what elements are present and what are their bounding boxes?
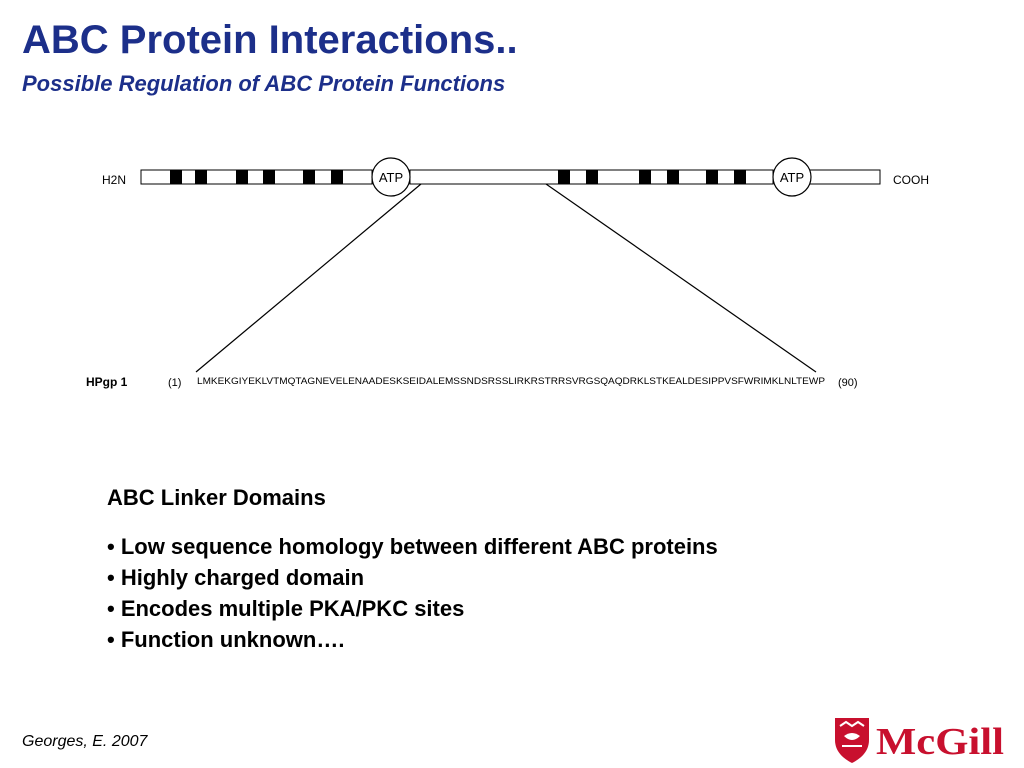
atp-label: ATP xyxy=(379,170,403,185)
tm-segment xyxy=(706,170,718,184)
c-terminus-label: COOH xyxy=(893,173,929,187)
zoom-line-left xyxy=(195,183,422,373)
tm-segment xyxy=(667,170,679,184)
bullet-item: • Function unknown…. xyxy=(107,627,345,652)
linker-heading: ABC Linker Domains xyxy=(107,485,326,510)
linker-domains-section: ABC Linker Domains • Low sequence homolo… xyxy=(107,485,718,655)
tm-segment xyxy=(236,170,248,184)
left-tm-segments xyxy=(170,170,343,184)
linker-name-label: HPgp 1 xyxy=(86,375,128,389)
tm-segment xyxy=(195,170,207,184)
sequence-end-label: (90) xyxy=(838,377,858,389)
tm-segment xyxy=(734,170,746,184)
c-terminal-bar xyxy=(809,169,881,185)
slide-subtitle: Possible Regulation of ABC Protein Funct… xyxy=(22,71,506,96)
slide-title: ABC Protein Interactions.. xyxy=(22,18,518,62)
atp-domain-circle xyxy=(371,157,411,197)
linker-sequence: LMKEKGIYEKLVTMQTAGNEVELENAADESKSEIDALEMS… xyxy=(197,376,825,387)
right-tm-segments xyxy=(558,170,746,184)
bullet-item: • Highly charged domain xyxy=(107,565,365,590)
atp-domain-circle xyxy=(772,157,812,197)
bullet-item: • Encodes multiple PKA/PKC sites xyxy=(107,596,465,621)
footer-citation: Georges, E. 2007 xyxy=(22,733,148,750)
abc-protein-diagram: H2N ATP ATP COOH HPgp 1 (1) LMKEKGIYEKLV… xyxy=(86,157,929,389)
tm-segment xyxy=(170,170,182,184)
tm-segment xyxy=(586,170,598,184)
tm-segment xyxy=(263,170,275,184)
tm-segment xyxy=(639,170,651,184)
tm-segment xyxy=(558,170,570,184)
n-terminus-label: H2N xyxy=(102,173,126,187)
shield-icon xyxy=(835,718,869,763)
bullet-list: • Low sequence homology between differen… xyxy=(107,531,718,655)
atp-label: ATP xyxy=(780,170,804,185)
tm-segment xyxy=(303,170,315,184)
mcgill-wordmark: McGill xyxy=(876,721,1004,763)
mcgill-logo: McGill xyxy=(835,718,1004,763)
tm-segment xyxy=(331,170,343,184)
sequence-start-label: (1) xyxy=(168,377,181,389)
zoom-line-right xyxy=(545,183,817,373)
bullet-item: • Low sequence homology between differen… xyxy=(107,534,718,559)
